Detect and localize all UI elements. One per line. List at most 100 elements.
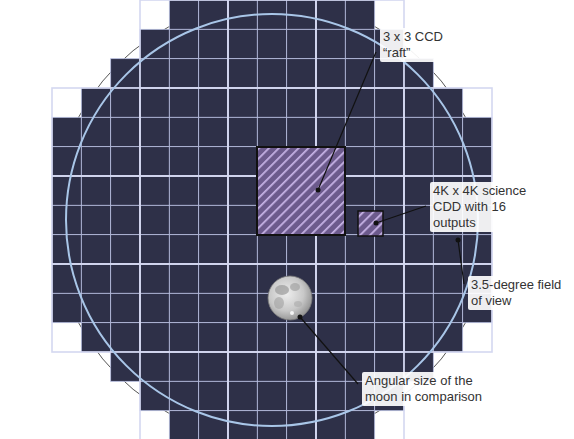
ccd-cell bbox=[169, 235, 198, 264]
ccd-cell bbox=[404, 293, 433, 322]
ccd-cell bbox=[375, 117, 404, 146]
ccd-cell bbox=[287, 235, 316, 264]
ccd-cell bbox=[287, 88, 316, 117]
ccd-cell bbox=[199, 205, 228, 234]
ccd-cell bbox=[316, 235, 345, 264]
ccd-cell bbox=[345, 235, 374, 264]
ccd-cell bbox=[228, 235, 257, 264]
leader-line bbox=[318, 52, 376, 190]
ccd-cell bbox=[345, 323, 374, 352]
ccd-cell bbox=[257, 59, 286, 88]
ccd-cell bbox=[257, 381, 286, 410]
ccd-cell bbox=[404, 235, 433, 264]
ccd-cell bbox=[345, 411, 374, 439]
raft-outline bbox=[140, 0, 228, 88]
ccd-cell bbox=[257, 117, 286, 146]
ccd-cell bbox=[111, 205, 140, 234]
ccd-cell bbox=[169, 411, 198, 439]
ccd-cell bbox=[228, 293, 257, 322]
ccd-cell bbox=[140, 88, 169, 117]
raft-outline bbox=[404, 88, 492, 176]
callout-label: 4K x 4K science CDD with 16 outputs bbox=[430, 182, 546, 232]
ccd-cell bbox=[140, 205, 169, 234]
ccd-cell bbox=[345, 59, 374, 88]
ccd-cell bbox=[287, 59, 316, 88]
ccd-cell bbox=[52, 293, 81, 322]
ccd-cell bbox=[111, 264, 140, 293]
ccd-cell bbox=[404, 323, 433, 352]
ccd-cell bbox=[169, 88, 198, 117]
ccd-cell bbox=[375, 59, 404, 88]
ccd-cell bbox=[199, 147, 228, 176]
field-of-view-circle bbox=[66, 14, 478, 426]
leader-line bbox=[458, 240, 464, 284]
ccd-cell bbox=[228, 264, 257, 293]
ccd-cell bbox=[199, 323, 228, 352]
callout-label: 3.5-degree field of view bbox=[468, 276, 566, 310]
ccd-cell bbox=[199, 117, 228, 146]
ccd-cell bbox=[404, 205, 433, 234]
ccd-cell bbox=[199, 29, 228, 58]
ccd-cell bbox=[433, 147, 462, 176]
ccd-cell bbox=[287, 323, 316, 352]
ccd-cell bbox=[316, 59, 345, 88]
leader-dot bbox=[456, 238, 461, 243]
ccd-cell bbox=[257, 323, 286, 352]
raft-outline bbox=[316, 264, 404, 352]
ccd-cell bbox=[375, 176, 404, 205]
ccd-cell bbox=[287, 117, 316, 146]
raft-outline bbox=[140, 176, 228, 264]
ccd-cell bbox=[316, 264, 345, 293]
raft-outline bbox=[140, 88, 228, 176]
ccd-cell bbox=[316, 88, 345, 117]
ccd-cell bbox=[140, 147, 169, 176]
ccd-cell bbox=[199, 176, 228, 205]
ccd-cell bbox=[140, 176, 169, 205]
ccd-cell bbox=[228, 205, 257, 234]
ccd-cell bbox=[228, 29, 257, 58]
ccd-cell bbox=[404, 176, 433, 205]
raft-outline bbox=[140, 264, 228, 352]
ccd-cell bbox=[375, 293, 404, 322]
ccd-cell bbox=[287, 352, 316, 381]
ccd-cell bbox=[169, 59, 198, 88]
ccd-cell bbox=[404, 147, 433, 176]
ccd-cell bbox=[316, 352, 345, 381]
ccd-cell bbox=[140, 235, 169, 264]
ccd-cell bbox=[287, 29, 316, 58]
ccd-cell bbox=[199, 352, 228, 381]
ccd-cell bbox=[345, 293, 374, 322]
ccd-cell bbox=[375, 88, 404, 117]
ccd-highlight bbox=[358, 211, 383, 236]
ccd-cell bbox=[345, 88, 374, 117]
ccd-cell bbox=[111, 323, 140, 352]
ccd-cell bbox=[81, 205, 110, 234]
ccd-cell bbox=[287, 381, 316, 410]
callout-label: Angular size of the moon in comparison bbox=[362, 372, 508, 406]
leader-line bbox=[300, 317, 358, 384]
raft-outline bbox=[52, 264, 140, 352]
ccd-cell bbox=[316, 323, 345, 352]
ccd-cell bbox=[81, 235, 110, 264]
ccd-cell bbox=[169, 205, 198, 234]
ccd-cell bbox=[404, 264, 433, 293]
ccd-cell bbox=[316, 29, 345, 58]
callout-label: 3 x 3 CCD “raft” bbox=[380, 28, 474, 62]
ccd-cell bbox=[228, 117, 257, 146]
ccd-cell bbox=[375, 264, 404, 293]
ccd-cell bbox=[228, 323, 257, 352]
ccd-cell bbox=[140, 323, 169, 352]
raft-outline bbox=[52, 88, 140, 176]
ccd-cell bbox=[257, 88, 286, 117]
ccd-cell bbox=[81, 147, 110, 176]
ccd-cell bbox=[140, 117, 169, 146]
ccd-cell bbox=[228, 59, 257, 88]
ccd-cell bbox=[81, 176, 110, 205]
raft-outline bbox=[140, 352, 228, 439]
ccd-cell bbox=[52, 117, 81, 146]
ccd-cell bbox=[169, 176, 198, 205]
ccd-cell bbox=[199, 88, 228, 117]
ccd-cell bbox=[433, 264, 462, 293]
leader-dot bbox=[298, 315, 303, 320]
ccd-cell bbox=[228, 88, 257, 117]
